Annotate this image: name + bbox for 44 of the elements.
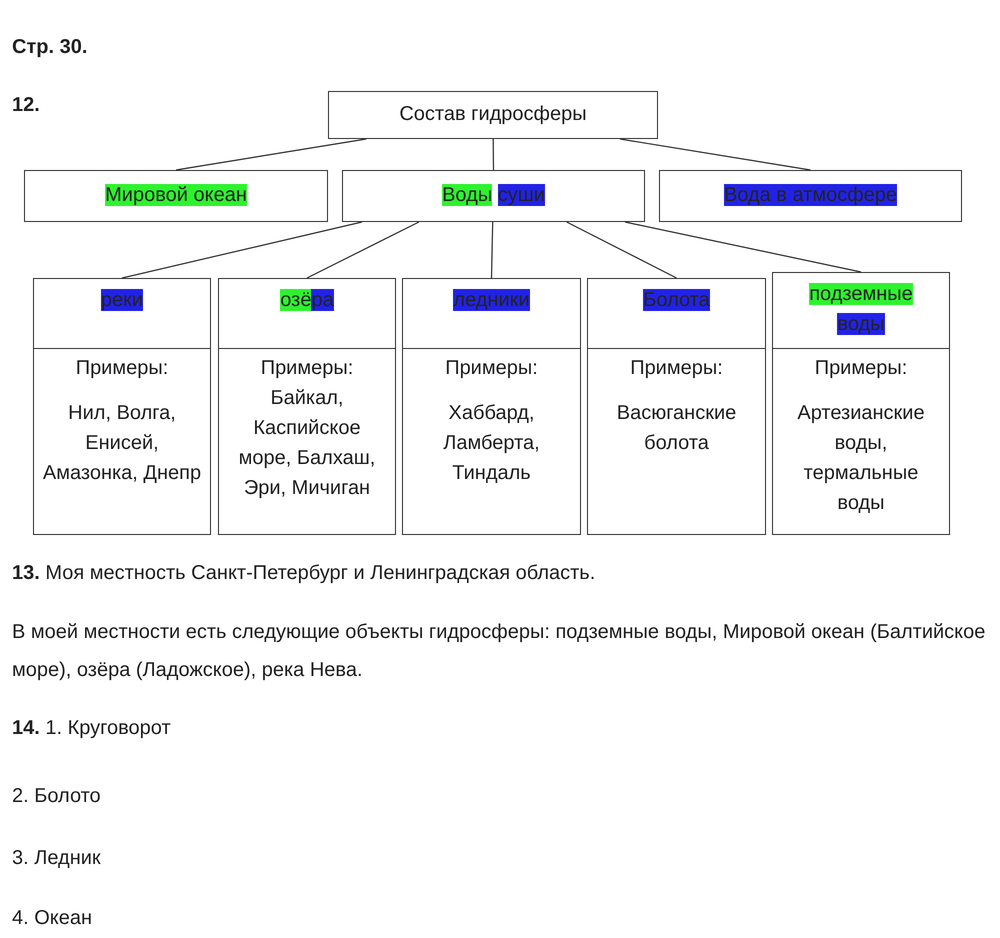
connector-line (306, 221, 420, 279)
category-card (587, 278, 766, 535)
concept-box (24, 170, 328, 222)
box-title: ледники (452, 288, 531, 313)
examples-text: Нил, Волга, Енисей, Амазонка, Днепр (42, 401, 202, 486)
examples-heading: Примеры: (814, 356, 908, 381)
box-title: Мировой океан (104, 183, 248, 208)
page-number: Стр. 30. (12, 35, 88, 60)
answer-text: 3. Ледник (12, 846, 101, 871)
examples-text: Артезианские воды, термальные воды (796, 401, 926, 516)
box-title: Состав гидросферы (398, 102, 588, 127)
box-title: подземные воды (808, 282, 914, 337)
box-title: реки (100, 288, 144, 313)
concept-box (328, 91, 658, 139)
category-card (218, 278, 396, 535)
examples-heading: Примеры: (260, 356, 354, 381)
box-title: Вода в атмосфере (722, 183, 898, 208)
category-card (772, 272, 950, 535)
examples-heading: Примеры: (444, 356, 539, 381)
examples-text: Хаббард, Ламберта, Тиндаль (442, 401, 541, 486)
connector-line (620, 138, 811, 171)
connector-line (490, 222, 494, 278)
connector-line (492, 139, 494, 170)
connector-line (176, 138, 366, 171)
answer-text: 4. Океан (12, 906, 92, 931)
answer-text: В моей местности есть следующие объекты гидросферы: подземные воды, Мировой океан (Балтийское море), озёра (Ладожское), река Нева. (12, 620, 986, 683)
box-title: Болота (642, 288, 711, 313)
task-number: 12. (12, 93, 40, 118)
box-title: озёра (279, 288, 335, 313)
concept-box (659, 170, 962, 222)
connector-line (122, 221, 362, 279)
category-card (33, 278, 211, 535)
concept-box (342, 170, 645, 222)
answer-text: 13. Моя местность Санкт-Петербург и Ленинградская область. (12, 561, 596, 586)
answer-text: 14. 1. Круговорот (12, 716, 171, 741)
box-title: Воды суши (441, 183, 546, 208)
examples-heading: Примеры: (74, 356, 170, 381)
examples-heading: Примеры: (629, 356, 724, 381)
connector-line (624, 221, 862, 273)
connector-line (566, 221, 677, 279)
examples-text: Байкал, Каспийское море, Балхаш, Эри, Мичиган (238, 386, 376, 501)
examples-text: Васюганские болота (616, 401, 738, 456)
answer-text: 2. Болото (12, 784, 101, 809)
category-card (402, 278, 581, 535)
